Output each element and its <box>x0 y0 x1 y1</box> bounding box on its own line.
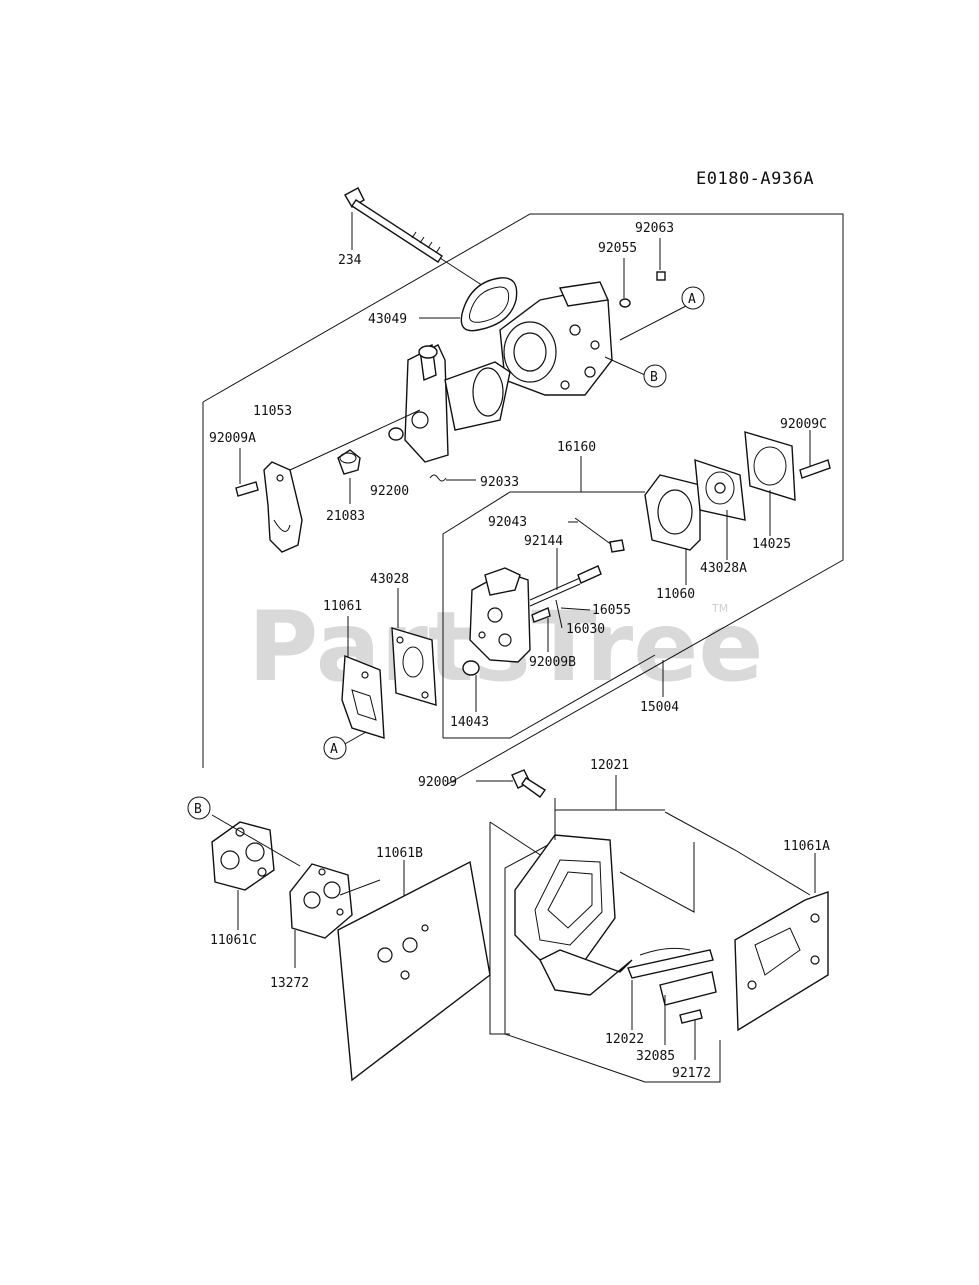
label-11061C: 11061C <box>210 933 257 948</box>
screw-92009A <box>235 481 259 497</box>
cover-14025 <box>744 431 796 501</box>
label-92009A: 92009A <box>209 431 256 446</box>
label-43028: 43028 <box>370 572 409 587</box>
label-92043: 92043 <box>488 515 527 530</box>
label-16160: 16160 <box>557 440 596 455</box>
label-11061: 11061 <box>323 599 362 614</box>
o-ring-small <box>388 427 404 441</box>
gasket-11061B <box>337 860 491 1082</box>
svg-text:A: A <box>330 742 338 757</box>
screw-92009B <box>531 607 551 623</box>
screw-92172 <box>679 1009 703 1024</box>
gasket-43028 <box>391 627 437 706</box>
plate-13272 <box>289 863 353 939</box>
ring-92055 <box>619 298 631 308</box>
cleaner-frame-left <box>489 822 510 1035</box>
callout-a-top: A <box>681 286 705 310</box>
label-92063: 92063 <box>635 221 674 236</box>
svg-text:B: B <box>650 370 658 385</box>
diaphragm-43028A <box>694 458 746 521</box>
label-11061A: 11061A <box>783 839 830 854</box>
label-11053: 11053 <box>253 404 292 419</box>
bolt-92009 <box>511 769 547 798</box>
needle-92144 <box>529 565 602 607</box>
pump-body <box>469 567 531 663</box>
gasket-43049 <box>460 277 518 332</box>
label-12021: 12021 <box>590 758 629 773</box>
label-92009C: 92009C <box>780 417 827 432</box>
label-12022: 12022 <box>605 1032 644 1047</box>
carb-body-subframe <box>442 491 645 738</box>
label-92200: 92200 <box>370 484 409 499</box>
cleaner-base-12021 <box>514 834 633 996</box>
cleaner-frame-bottom <box>504 1033 721 1083</box>
label-16030: 16030 <box>566 622 605 637</box>
label-32085: 32085 <box>636 1049 675 1064</box>
callout-b-top: B <box>643 364 667 388</box>
label-14043: 14043 <box>450 715 489 730</box>
cap-14043 <box>462 660 480 676</box>
spring-92033 <box>429 474 447 482</box>
label-11060: 11060 <box>656 587 695 602</box>
label-21083: 21083 <box>326 509 365 524</box>
label-13272: 13272 <box>270 976 309 991</box>
svg-text:B: B <box>194 802 202 817</box>
label-234: 234 <box>338 253 362 268</box>
cleaner-frame-right <box>619 842 695 913</box>
plug-21083 <box>337 449 361 475</box>
label-92009: 92009 <box>418 775 457 790</box>
gasket-11061C <box>211 821 275 891</box>
gasket-11060 <box>644 474 701 551</box>
cleaner-frame-inner <box>504 844 549 1034</box>
screw-92009C <box>799 459 831 479</box>
label-43028A: 43028A <box>700 561 747 576</box>
label-92144: 92144 <box>524 534 563 549</box>
label-43049: 43049 <box>368 312 407 327</box>
gasket-11061A <box>734 891 829 1032</box>
diagram-code: E0180-A936A <box>696 169 814 189</box>
label-92172: 92172 <box>672 1066 711 1081</box>
diaphragm-11061 <box>341 654 385 739</box>
carburetor-assembly-frame <box>202 213 844 786</box>
cleaner-frame-diag <box>489 821 549 861</box>
label-92009B: 92009B <box>529 655 576 670</box>
label-15004: 15004 <box>640 700 679 715</box>
bolt-234 <box>344 187 443 263</box>
plate-32085 <box>659 971 717 1006</box>
label-14025: 14025 <box>752 537 791 552</box>
pin-92043 <box>574 517 625 553</box>
screw-92063 <box>656 271 666 281</box>
leader-lines <box>211 212 816 1060</box>
throttle-body <box>404 344 511 463</box>
label-16055: 16055 <box>592 603 631 618</box>
lever-12022 <box>627 947 714 979</box>
watermark-tm: TM <box>711 602 728 615</box>
throttle-lever <box>263 461 303 553</box>
label-92033: 92033 <box>480 475 519 490</box>
label-92055: 92055 <box>598 241 637 256</box>
svg-text:A: A <box>688 292 696 307</box>
carburetor-body <box>499 281 613 396</box>
carb-body-subframe-bottom <box>443 654 656 739</box>
part-number-labels: 234 92063 92055 43049 11053 92009A 92200… <box>209 221 830 1081</box>
label-11061B: 11061B <box>376 846 423 861</box>
callout-a-lower: A <box>323 736 347 760</box>
callout-b-lower: B <box>187 796 211 820</box>
cleaner-gasket-leader <box>664 811 811 896</box>
